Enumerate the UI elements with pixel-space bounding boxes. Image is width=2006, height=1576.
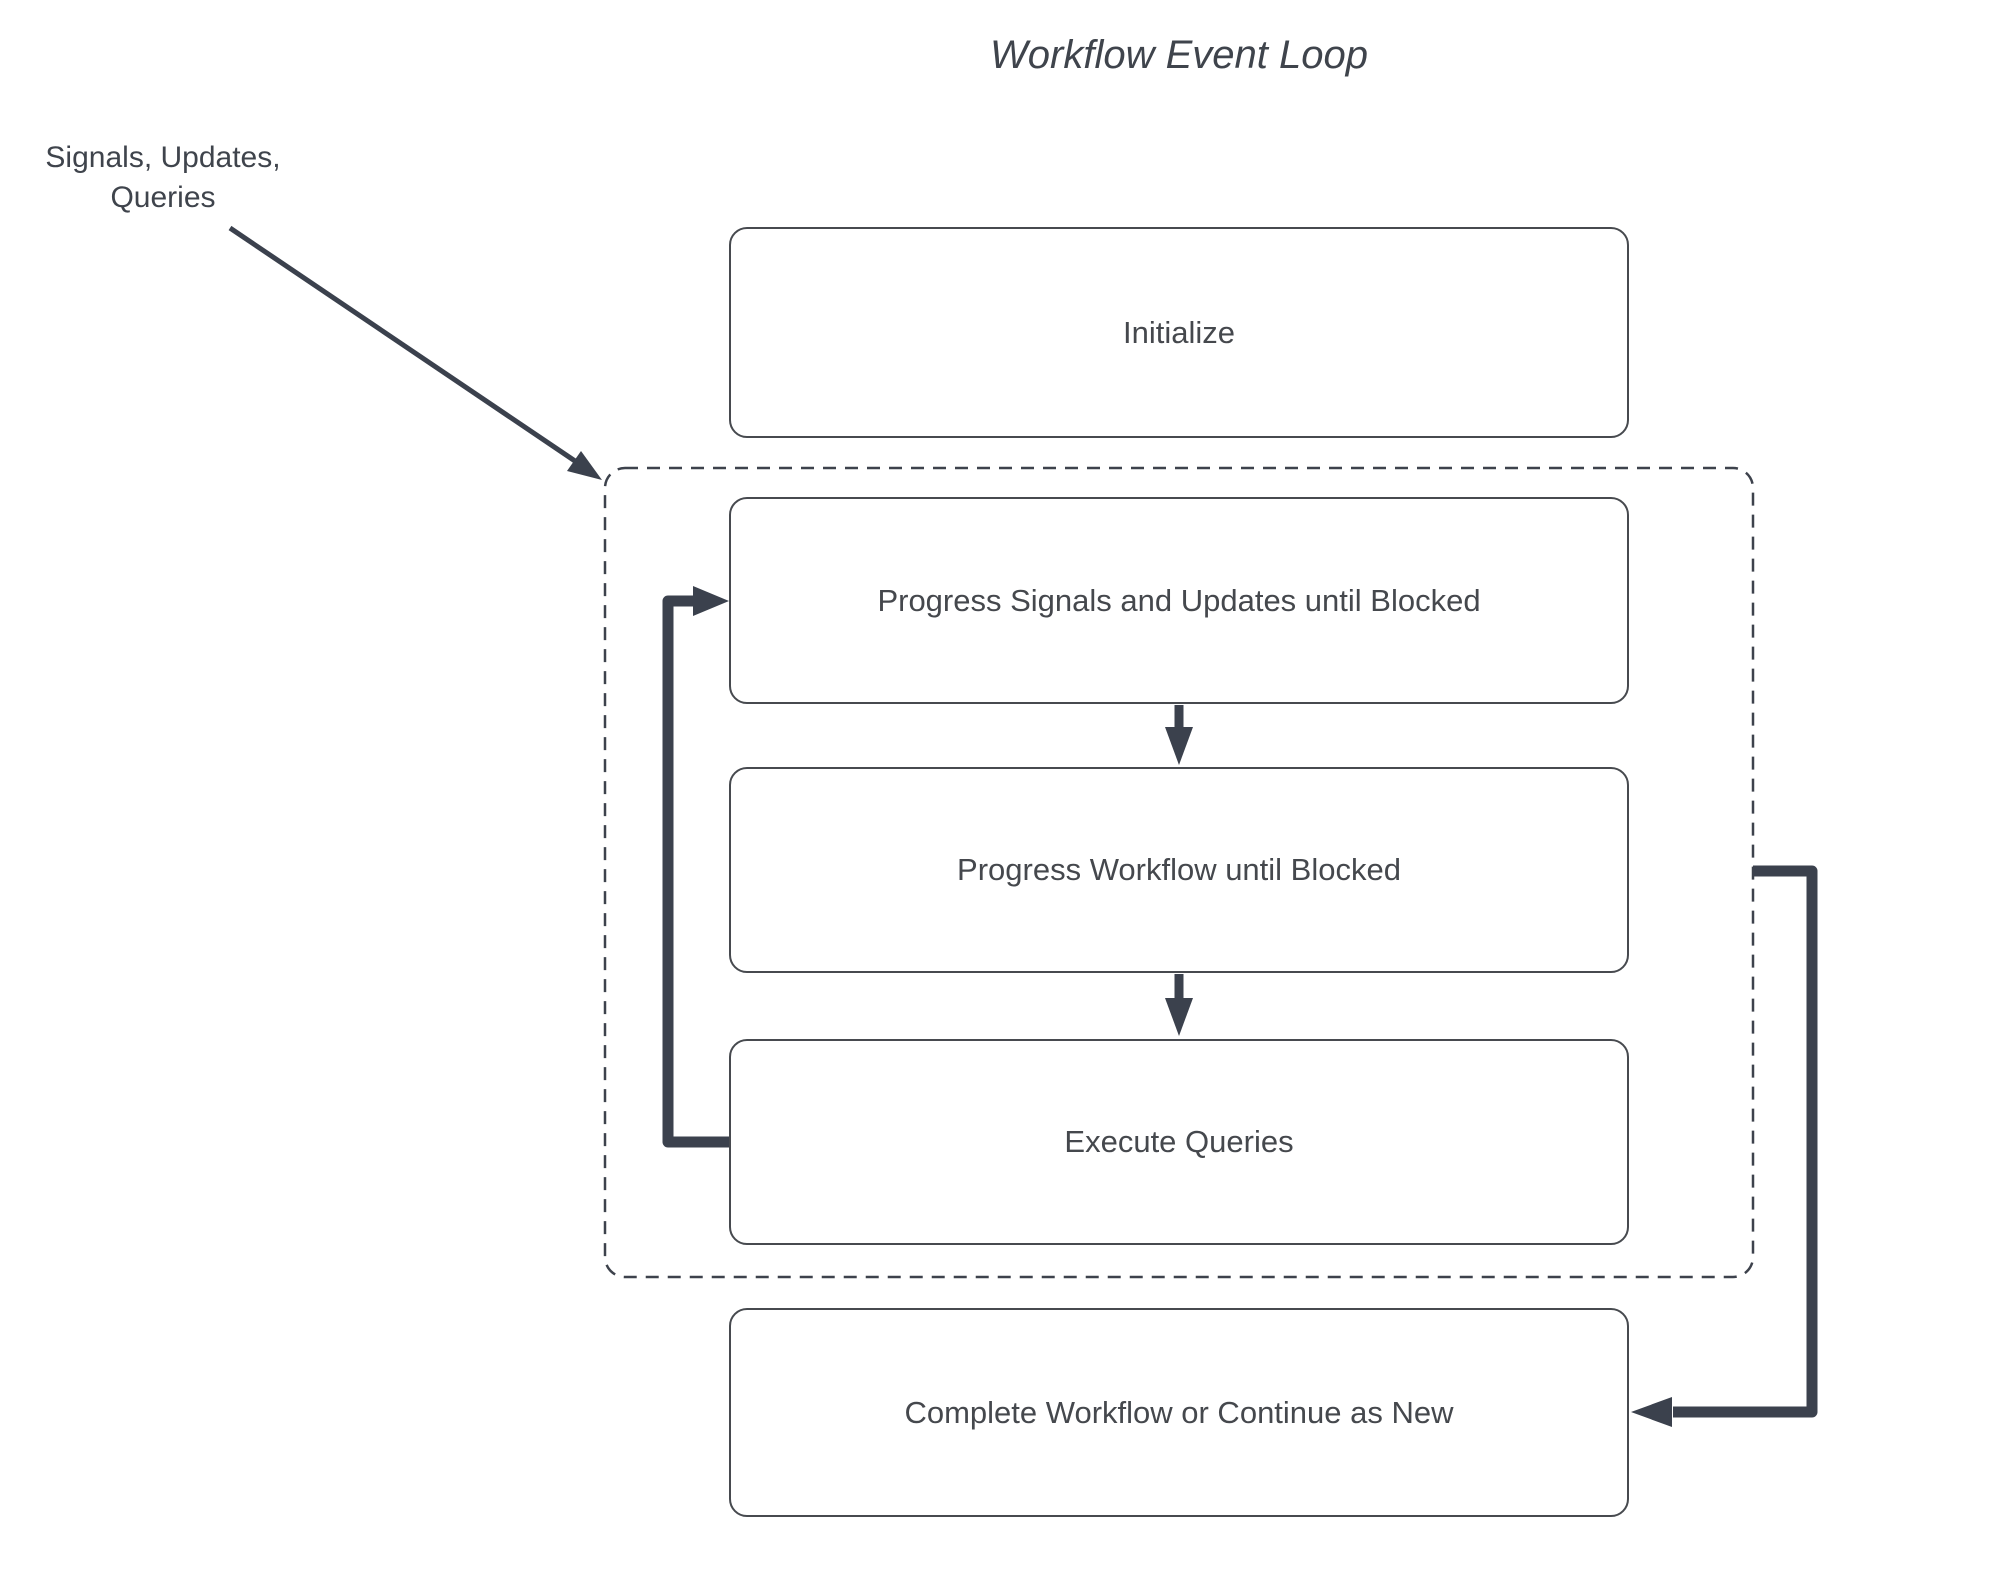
signals-updates-queries-label: Signals, Updates, Queries bbox=[45, 141, 281, 214]
signals-arrow-line bbox=[228, 225, 577, 464]
node-complete-workflow-label: Complete Workflow or Continue as New bbox=[904, 1394, 1454, 1430]
node-initialize-label: Initialize bbox=[1123, 314, 1235, 350]
exit-connector-line bbox=[1673, 865, 1818, 1418]
node-progress-workflow: Progress Workflow until Blocked bbox=[729, 767, 1629, 973]
node-execute-queries: Execute Queries bbox=[729, 1039, 1629, 1245]
loop-back-connector-line bbox=[662, 595, 729, 1148]
down-arrow-1-head-icon bbox=[1165, 727, 1193, 765]
diagram-title: Workflow Event Loop bbox=[990, 33, 1368, 77]
loop-back-arrowhead-icon bbox=[693, 586, 729, 616]
node-progress-signals-label: Progress Signals and Updates until Block… bbox=[877, 582, 1481, 618]
down-arrow-2-head-icon bbox=[1165, 998, 1193, 1036]
node-progress-workflow-label: Progress Workflow until Blocked bbox=[957, 852, 1401, 887]
exit-arrowhead-icon bbox=[1631, 1397, 1672, 1427]
node-execute-queries-label: Execute Queries bbox=[1064, 1124, 1294, 1159]
node-complete-workflow: Complete Workflow or Continue as New bbox=[729, 1308, 1629, 1517]
node-initialize: Initialize bbox=[729, 227, 1629, 438]
signals-arrowhead-icon bbox=[567, 451, 602, 480]
node-progress-signals-and-updates: Progress Signals and Updates until Block… bbox=[729, 497, 1629, 704]
